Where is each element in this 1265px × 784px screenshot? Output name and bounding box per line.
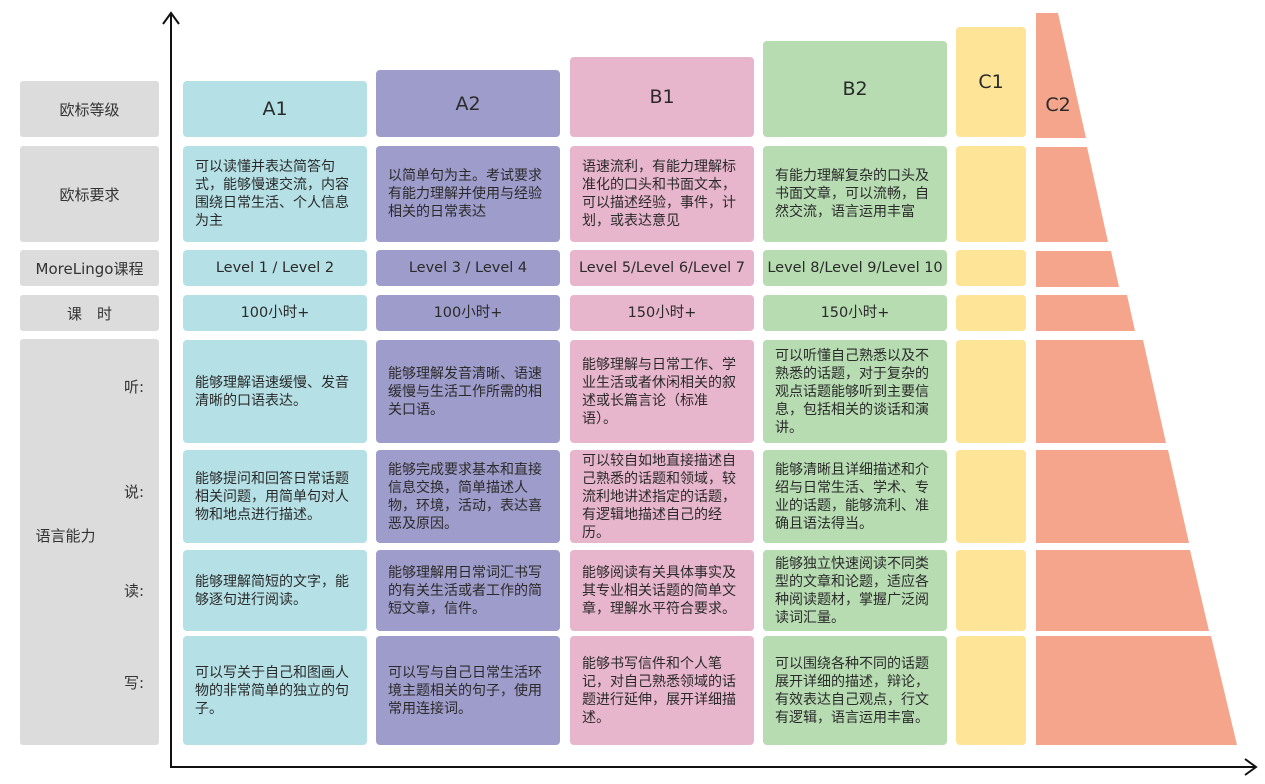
a2-read-text: 能够理解用日常词汇书写的有关生活或者工作的简短文章，信件。 [388,564,542,617]
c1-hours [956,295,1026,331]
c1-requirement [956,146,1026,242]
a1-read-text: 能够理解简短的文字，能够逐句进行阅读。 [195,573,349,608]
row-label-ability-box [20,339,159,745]
c2-header-cell [1036,13,1086,138]
a2-speak: 能够完成要求基本和直接信息交换，简单描述人物，环境，活动，表达喜恶及原因。 [376,450,560,543]
skill-label-read: 读: [124,582,145,600]
b2-write: 可以围绕各种不同的话题展开详细的描述，辩论，有效表达自己观点，行文有逻辑，语言运… [763,636,947,745]
b1-hours: 150小时+ [570,295,754,331]
b2-write-text: 可以围绕各种不同的话题展开详细的描述，辩论，有效表达自己观点，行文有逻辑，语言运… [775,655,929,726]
a2-hours: 100小时+ [376,295,560,331]
a2-requirement-text: 以简单句为主。考试要求有能力理解并使用与经验相关的日常表达 [388,168,542,220]
a1-read: 能够理解简短的文字，能够逐句进行阅读。 [183,550,367,631]
a1-speak: 能够提问和回答日常话题相关问题，用简单句对人物和地点进行描述。 [183,450,367,543]
a2-header: A2 [376,70,560,137]
b2-hours: 150小时+ [763,295,947,331]
a1-course: Level 1 / Level 2 [183,250,367,286]
c2-hours-cell [1036,295,1135,331]
row-label-course: MoreLingo课程 [20,250,159,286]
a2-listen: 能够理解发音清晰、语速缓慢与生活工作所需的相关口语。 [376,340,560,443]
a1-requirement-text: 可以读懂并表达简答句式，能够慢速交流，内容围绕日常生活、个人信息为主 [195,159,349,229]
b1-speak: 可以较自如地直接描述自己熟悉的话题和领域，较流利地讲述指定的话题，有逻辑地描述自… [570,450,754,543]
a2-requirement: 以简单句为主。考试要求有能力理解并使用与经验相关的日常表达 [376,146,560,242]
b2-read: 能够独立快速阅读不同类型的文章和论题，适应各种阅读题材，掌握广泛阅读词汇量。 [763,550,947,631]
a2-read: 能够理解用日常词汇书写的有关生活或者工作的简短文章，信件。 [376,550,560,631]
c2-read-cell [1036,550,1209,631]
c2-write-cell [1036,636,1237,745]
a2-course: Level 3 / Level 4 [376,250,560,286]
row-label-ability: 语言能力 [35,527,96,545]
a1-header: A1 [183,81,367,137]
b1-course: Level 5/Level 6/Level 7 [570,250,754,286]
b1-requirement: 语速流利，有能力理解标准化的口头和书面文本，可以描述经验，事件，计划，或表达意见 [570,146,754,242]
c2-speak-cell [1036,450,1189,543]
b2-course: Level 8/Level 9/Level 10 [763,250,947,286]
y-axis-arrow-icon [162,11,180,25]
b1-listen: 能够理解与日常工作、学业生活或者休闲相关的叙述或长篇言论（标准语）。 [570,340,754,443]
a2-write: 可以写与自己日常生活环境主题相关的句子，使用常用连接词。 [376,636,560,745]
c2-header-label: C2 [1045,94,1071,116]
a1-listen: 能够理解语速缓慢、发音清晰的口语表达。 [183,340,367,443]
a2-speak-text: 能够完成要求基本和直接信息交换，简单描述人物，环境，活动，表达喜恶及原因。 [388,461,542,532]
x-axis-arrow-icon [1244,758,1258,776]
c1-read [956,550,1026,631]
row-label-requirement: 欧标要求 [20,146,159,242]
b2-speak-text: 能够清晰且详细描述和介绍与日常生活、学术、专业的话题，能够流利、准确且语法得当。 [775,461,929,532]
b1-write: 能够书写信件和个人笔记，对自己熟悉领域的话题进行延伸，展开详细描述。 [570,636,754,745]
b1-requirement-text: 语速流利，有能力理解标准化的口头和书面文本，可以描述经验，事件，计划，或表达意见 [582,159,736,229]
a2-listen-text: 能够理解发音清晰、语速缓慢与生活工作所需的相关口语。 [388,365,542,418]
c1-course [956,250,1026,286]
a1-speak-text: 能够提问和回答日常话题相关问题，用简单句对人物和地点进行描述。 [195,470,349,523]
c2-column [1036,13,1237,745]
c1-write [956,636,1026,745]
b2-listen-text: 可以听懂自己熟悉以及不熟悉的话题，对于复杂的观点话题能够听到主要信息，包括相关的… [775,347,929,436]
c1-speak [956,450,1026,543]
b2-requirement-text: 有能力理解复杂的口头及书面文章，可以流畅，自然交流，语言运用丰富 [775,168,929,220]
skill-label-write: 写: [124,674,145,692]
b1-write-text: 能够书写信件和个人笔记，对自己熟悉领域的话题进行延伸，展开详细描述。 [582,655,736,726]
b2-speak: 能够清晰且详细描述和介绍与日常生活、学术、专业的话题，能够流利、准确且语法得当。 [763,450,947,543]
a1-hours: 100小时+ [183,295,367,331]
c2-course-cell [1036,251,1119,287]
c1-header: C1 [956,27,1026,137]
a1-write: 可以写关于自己和图画人物的非常简单的独立的句子。 [183,636,367,745]
b1-speak-text: 可以较自如地直接描述自己熟悉的话题和领域，较流利地讲述指定的话题，有逻辑地描述自… [582,452,736,541]
row-label-level: 欧标等级 [20,81,159,137]
skill-label-speak: 说: [124,483,145,501]
skill-label-listen: 听: [124,378,145,396]
a1-listen-text: 能够理解语速缓慢、发音清晰的口语表达。 [195,374,349,409]
b1-header: B1 [570,57,754,137]
a1-write-text: 可以写关于自己和图画人物的非常简单的独立的句子。 [195,664,349,717]
c2-listen-cell [1036,340,1166,443]
c1-listen [956,340,1026,443]
c2-requirement-cell [1036,147,1108,242]
b2-read-text: 能够独立快速阅读不同类型的文章和论题，适应各种阅读题材，掌握广泛阅读词汇量。 [775,555,929,626]
a2-write-text: 可以写与自己日常生活环境主题相关的句子，使用常用连接词。 [388,664,542,717]
b2-requirement: 有能力理解复杂的口头及书面文章，可以流畅，自然交流，语言运用丰富 [763,146,947,242]
b1-read: 能够阅读有关具体事实及其专业相关话题的简单文章，理解水平符合要求。 [570,550,754,631]
b1-listen-text: 能够理解与日常工作、学业生活或者休闲相关的叙述或长篇言论（标准语）。 [582,356,736,427]
b2-header: B2 [763,41,947,137]
b2-listen: 可以听懂自己熟悉以及不熟悉的话题，对于复杂的观点话题能够听到主要信息，包括相关的… [763,340,947,443]
row-label-hours: 课 时 [20,295,159,331]
b1-read-text: 能够阅读有关具体事实及其专业相关话题的简单文章，理解水平符合要求。 [582,564,736,617]
a1-requirement: 可以读懂并表达简答句式，能够慢速交流，内容围绕日常生活、个人信息为主 [183,146,367,242]
